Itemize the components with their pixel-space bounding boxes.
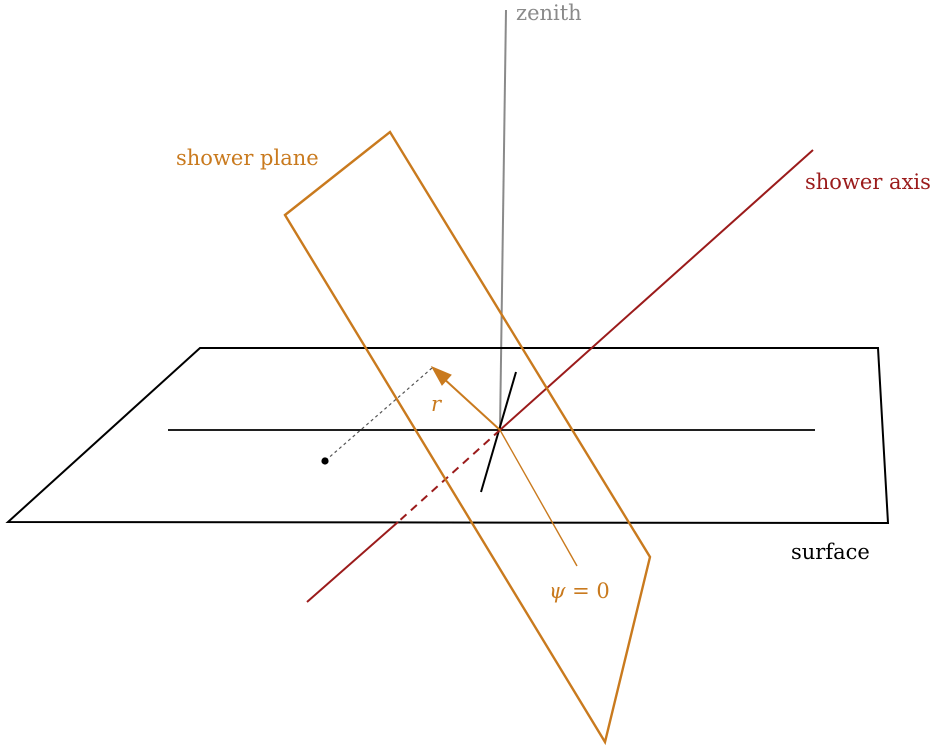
shower-axis-label: shower axis	[805, 170, 931, 194]
shower-axis-lower	[306, 521, 399, 603]
r-arrow-line	[441, 376, 501, 431]
zenith-label: zenith	[516, 1, 582, 25]
surface-point	[321, 457, 329, 465]
shower-plane-label: shower plane	[176, 146, 319, 170]
shower-axis-hidden	[397, 429, 501, 523]
zenith-line	[499, 9, 507, 431]
surface-plane	[5, 347, 890, 525]
r-label: r	[431, 392, 443, 416]
projection-dashed-line	[324, 367, 433, 462]
shower-plane	[283, 130, 652, 746]
psi-zero-label: ψ = 0	[549, 579, 610, 603]
shower-axis-upper	[499, 149, 814, 431]
psi-equals-zero: = 0	[565, 579, 609, 603]
surface-label: surface	[791, 540, 870, 564]
r-arrow-head	[430, 365, 452, 386]
psi-zero-line	[499, 429, 578, 567]
psi-symbol: ψ	[549, 579, 566, 603]
